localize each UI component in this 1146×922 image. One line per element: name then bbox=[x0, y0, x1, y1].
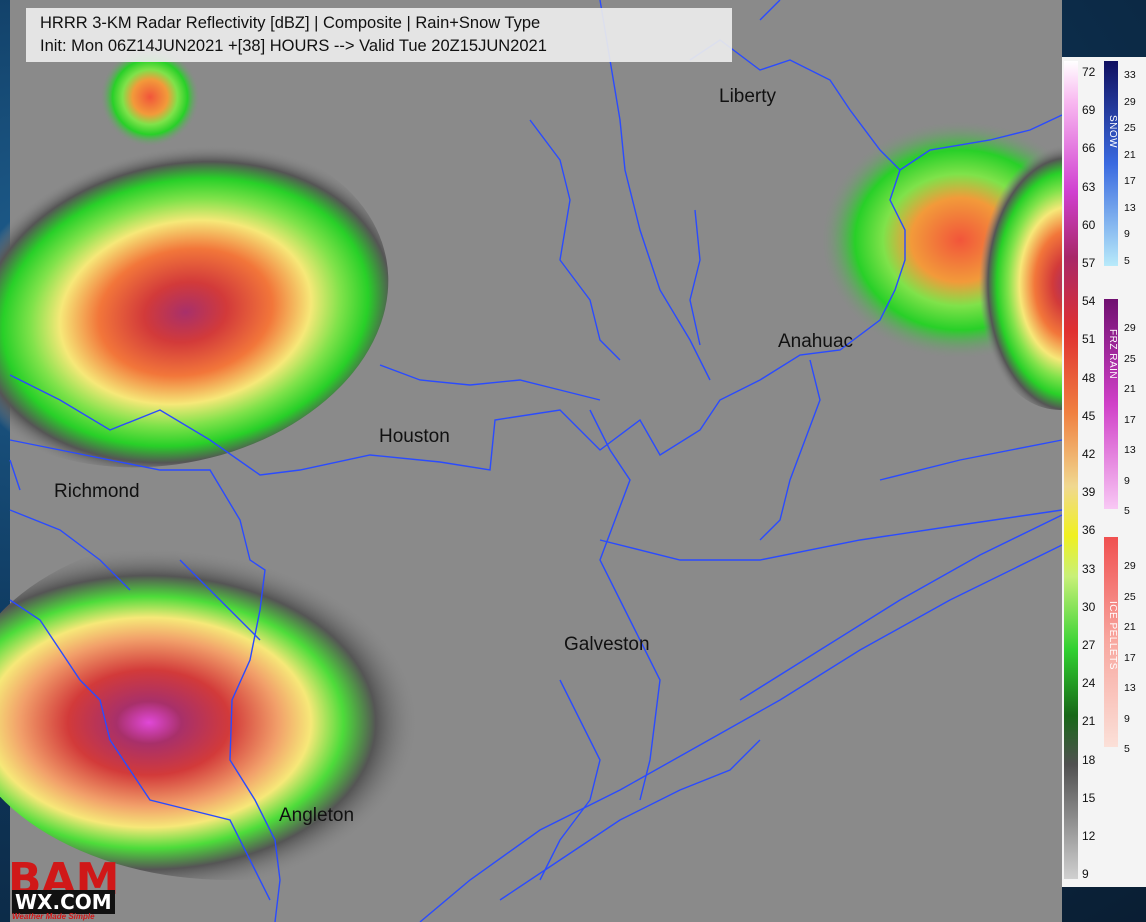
dbz-tick-label: 24 bbox=[1082, 676, 1096, 691]
dbz-tick-label: 57 bbox=[1082, 256, 1096, 270]
map-title-box: HRRR 3-KM Radar Reflectivity [dBZ] | Com… bbox=[26, 8, 732, 62]
frz-rain-tick-label: 29 bbox=[1124, 322, 1136, 334]
ice-pellets-tick-label: 17 bbox=[1124, 651, 1136, 664]
dbz-tick-label: 72 bbox=[1082, 65, 1096, 79]
dbz-tick-label: 33 bbox=[1082, 561, 1096, 576]
dbz-tick-label: 36 bbox=[1082, 523, 1096, 538]
dbz-tick-label: 30 bbox=[1082, 599, 1096, 614]
frz-rain-tick-label: 17 bbox=[1124, 413, 1136, 426]
ice-pellets-tick-label: 5 bbox=[1124, 743, 1130, 755]
frz-rain-tick-label: 25 bbox=[1124, 352, 1136, 365]
ice-pellets-tick-label: 29 bbox=[1124, 560, 1136, 572]
dbz-tick-label: 60 bbox=[1082, 217, 1096, 232]
dbz-tick-label: 12 bbox=[1082, 829, 1096, 843]
logo-tagline: Weather Made Simple bbox=[12, 912, 95, 921]
dbz-tick-label: 51 bbox=[1082, 332, 1096, 347]
snow-color-bar bbox=[1104, 61, 1118, 266]
dbz-tick-label: 42 bbox=[1082, 447, 1096, 461]
ice-pellets-legend-title: ICE PELLETS bbox=[1107, 601, 1118, 670]
logo-text-bottom: WX.COM bbox=[12, 890, 115, 914]
legend-bars bbox=[1064, 61, 1118, 879]
frz-rain-tick-label: 9 bbox=[1124, 474, 1130, 487]
dbz-tick-label: 48 bbox=[1082, 370, 1096, 385]
dbz-tick-label: 69 bbox=[1082, 103, 1096, 118]
dbz-tick-label: 39 bbox=[1082, 485, 1096, 500]
city-label-angleton: Angleton bbox=[279, 805, 355, 826]
snow-tick-label: 13 bbox=[1124, 201, 1136, 214]
frz-rain-tick-label: 21 bbox=[1124, 383, 1136, 395]
frz-rain-legend-title: FRZ RAIN bbox=[1107, 329, 1118, 380]
precip-cells bbox=[0, 47, 1146, 880]
city-label-anahuac: Anahuac bbox=[778, 331, 854, 352]
city-label-galveston: Galveston bbox=[564, 634, 650, 655]
snow-tick-label: 9 bbox=[1124, 228, 1130, 240]
ice-pellets-tick-label: 21 bbox=[1124, 621, 1136, 633]
city-label-richmond: Richmond bbox=[54, 481, 140, 502]
snow-tick-label: 21 bbox=[1124, 148, 1136, 161]
dbz-tick-label: 9 bbox=[1082, 867, 1089, 882]
map-subtitle: Init: Mon 06Z14JUN2021 +[38] HOURS --> V… bbox=[40, 37, 547, 55]
ice-pellets-color-bar bbox=[1104, 537, 1118, 747]
map-title: HRRR 3-KM Radar Reflectivity [dBZ] | Com… bbox=[40, 14, 541, 32]
frz-rain-tick-label: 5 bbox=[1124, 505, 1130, 517]
dbz-tick-label: 27 bbox=[1082, 638, 1096, 652]
snow-tick-label: 33 bbox=[1124, 69, 1136, 81]
ice-pellets-tick-label: 9 bbox=[1124, 712, 1130, 725]
dbz-tick-label: 21 bbox=[1082, 714, 1096, 729]
ice-pellets-tick-label: 25 bbox=[1124, 590, 1136, 603]
dbz-tick-label: 15 bbox=[1082, 790, 1096, 805]
dbz-color-bar bbox=[1064, 61, 1078, 879]
frz-rain-color-bar bbox=[1104, 299, 1118, 509]
snow-legend-title: SNOW bbox=[1107, 115, 1118, 149]
frz-rain-tick-label: 13 bbox=[1124, 444, 1136, 456]
ice-pellets-tick-label: 13 bbox=[1124, 682, 1136, 694]
snow-tick-label: 5 bbox=[1124, 254, 1130, 267]
city-label-houston: Houston bbox=[379, 426, 450, 447]
dbz-tick-label: 54 bbox=[1082, 294, 1096, 309]
snow-tick-label: 17 bbox=[1124, 175, 1136, 187]
snow-tick-label: 25 bbox=[1124, 122, 1136, 134]
dbz-tick-label: 45 bbox=[1082, 408, 1096, 423]
dbz-tick-label: 63 bbox=[1082, 179, 1096, 194]
bamwx-logo: BAM WX.COM Weather Made Simple bbox=[8, 854, 119, 922]
dbz-tick-label: 66 bbox=[1082, 141, 1096, 156]
dbz-tick-label: 18 bbox=[1082, 752, 1096, 767]
city-label-liberty: Liberty bbox=[719, 86, 777, 107]
color-legend: 72 69 66 63 60 57 54 51 48 45 42 39 36 33 30 27 24 21 18 15… bbox=[1062, 57, 1146, 887]
snow-tick-label: 29 bbox=[1124, 95, 1136, 108]
